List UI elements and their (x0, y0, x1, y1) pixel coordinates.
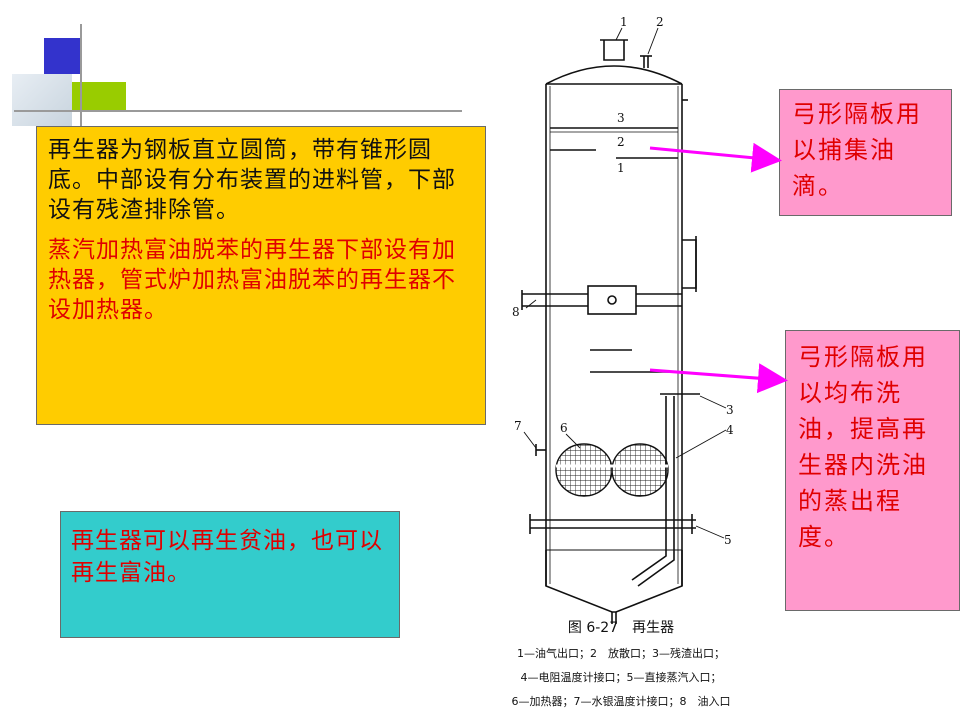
callout-7: 7 (514, 419, 522, 433)
baffle-note-top-text: 弓形隔板用以捕集油滴。 (792, 100, 922, 200)
callout-6: 6 (560, 421, 568, 435)
callout-baffle-1: 1 (617, 161, 625, 175)
regeneration-note: 再生器可以再生贫油，也可以再生富油。 (71, 528, 383, 586)
decor-vertical-line (80, 24, 82, 136)
arrow-to-top-baffle (649, 142, 782, 173)
baffle-note-bottom: 弓形隔板用以均布洗油，提高再生器内洗油的蒸出程度。 (785, 330, 960, 611)
decor-blue-square (44, 38, 82, 74)
gas-outlet-nozzle (603, 40, 625, 61)
regeneration-note-box: 再生器可以再生贫油，也可以再生富油。 (60, 511, 400, 638)
decor-horizontal-line (14, 110, 462, 112)
description-box: 再生器为钢板直立圆筒，带有锥形圆底。中部设有分布装置的进料管，下部设有残渣排除管… (36, 126, 486, 425)
baffle-note-bottom-text: 弓形隔板用以均布洗油，提高再生器内洗油的蒸出程度。 (798, 343, 928, 551)
steam-inlet-pipe (530, 519, 696, 529)
callout-5: 5 (724, 533, 732, 547)
heater-coils (555, 443, 669, 497)
decor-green-square (66, 82, 126, 112)
callout-1: 1 (620, 15, 628, 29)
callout-8: 8 (512, 305, 520, 319)
legend-line-1: 1—油气出口；2 放散口；3—残渣出口； (517, 647, 725, 660)
baffle-note-top: 弓形隔板用以捕集油滴。 (779, 89, 952, 216)
heater-description: 蒸汽加热富油脱苯的再生器下部设有加热器，管式炉加热富油脱苯的再生器不设加热器。 (48, 237, 456, 323)
vessel-dome (545, 65, 683, 85)
residue-pipe (631, 396, 675, 587)
regenerator-diagram: 1 2 3 2 1 8 3 4 7 6 5 (512, 15, 734, 624)
legend-line-3: 6—加热器；7—水银温度计接口；8 油入口 (511, 695, 731, 708)
callout-3: 3 (726, 403, 734, 417)
decor-shadow-square (12, 74, 72, 126)
callout-2: 2 (656, 15, 664, 29)
structure-description: 再生器为钢板直立圆筒，带有锥形圆底。中部设有分布装置的进料管，下部设有残渣排除管… (48, 137, 456, 223)
callout-baffle-3: 3 (617, 111, 625, 125)
callout-4: 4 (726, 423, 734, 437)
vessel-cone-bottom (545, 550, 683, 613)
callout-baffle-2: 2 (617, 135, 625, 149)
arrow-to-lower-baffle (649, 363, 788, 394)
legend-line-2: 4—电阻温度计接口；5—直接蒸汽入口； (520, 671, 722, 684)
figure-caption: 图 6-27 再生器 (567, 620, 675, 636)
